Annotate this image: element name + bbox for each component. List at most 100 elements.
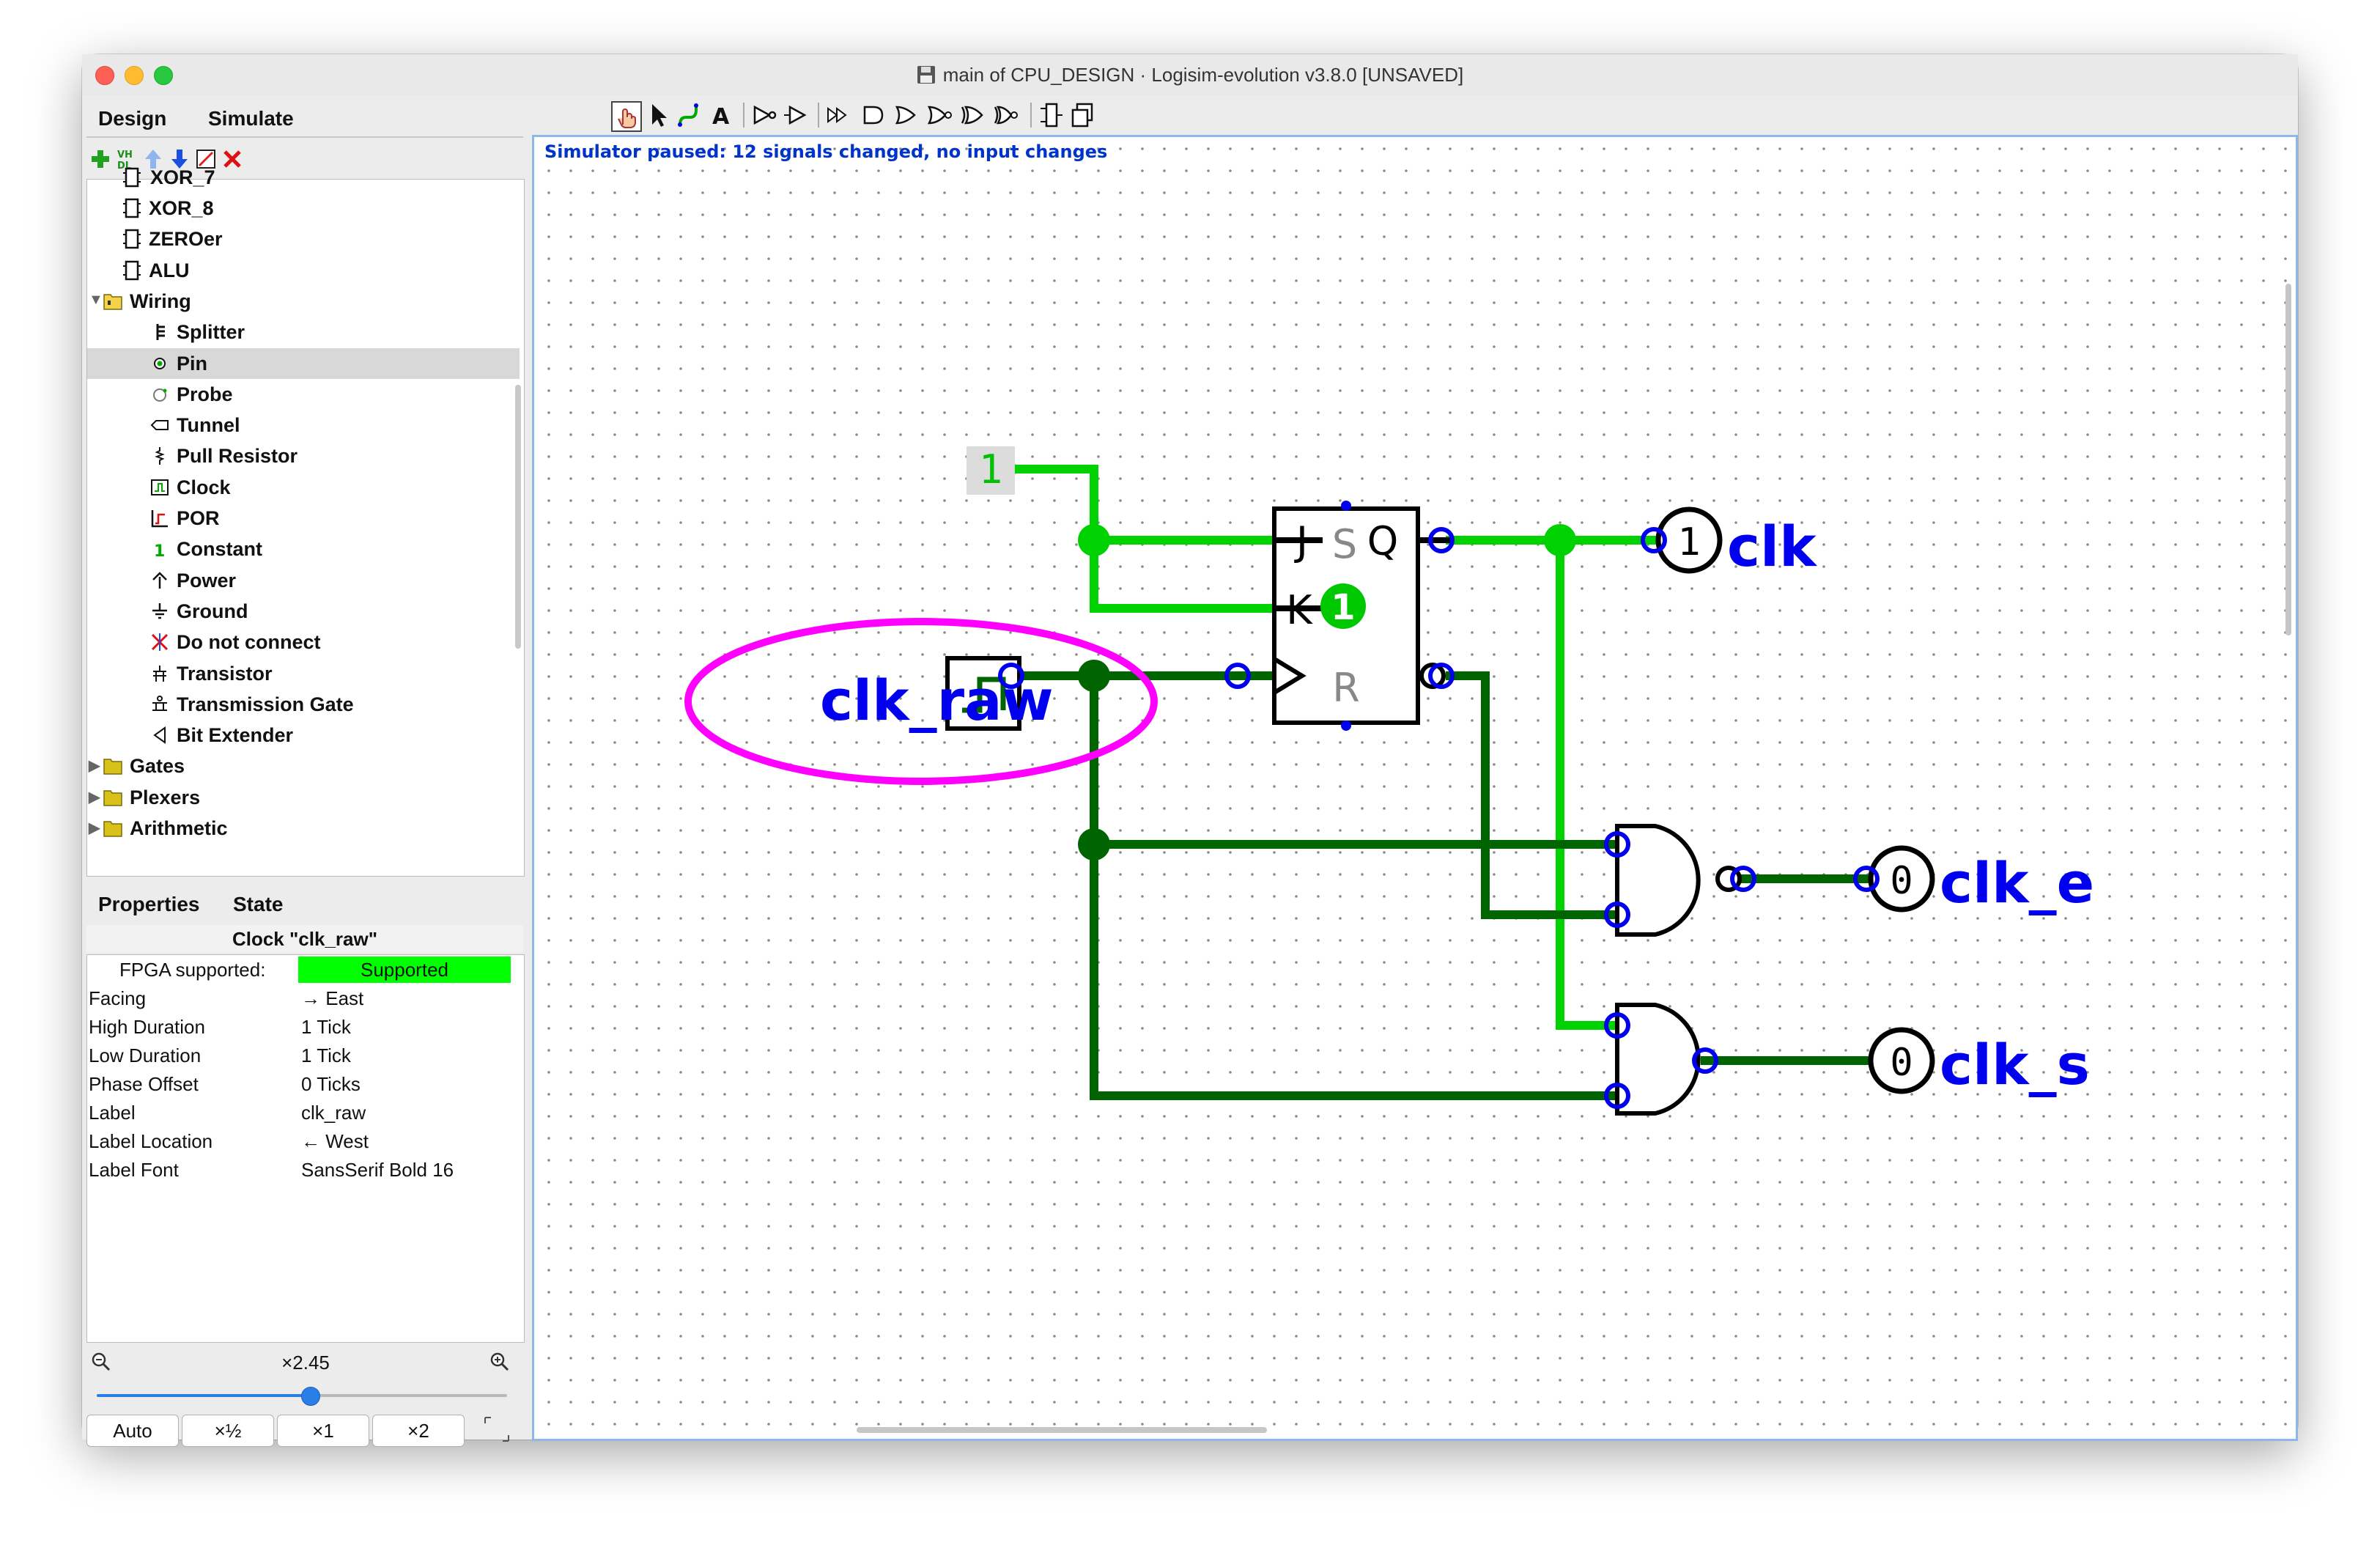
tree-item-partial[interactable]: XOR_7 — [87, 162, 520, 193]
tree-item-wiring[interactable]: ▼Wiring — [87, 286, 520, 317]
not-gate-tool-icon[interactable] — [750, 101, 778, 129]
tree-item-do-not-connect[interactable]: Do not connect — [87, 627, 520, 657]
zoom-slider-knob[interactable] — [301, 1387, 321, 1406]
subcircuit-icon — [123, 198, 141, 218]
tree-item-transistor[interactable]: Transistor — [87, 658, 520, 689]
property-key: Label — [89, 1102, 136, 1124]
tree-item-power[interactable]: Power — [87, 565, 520, 596]
tree-scrollbar[interactable] — [515, 385, 521, 649]
circuit-diagram[interactable]: 1 J S Q K R 1 — [534, 137, 2296, 1439]
tree-item-plexers[interactable]: ▶Plexers — [87, 782, 520, 813]
property-value[interactable]: ← West — [301, 1130, 369, 1152]
tree-item-probe[interactable]: Probe — [87, 379, 520, 410]
wiring-tool-icon[interactable] — [676, 101, 703, 129]
output-pin-clk[interactable]: 1 — [1655, 506, 1723, 574]
tree-item-por[interactable]: POR — [87, 503, 520, 534]
tree-item-label: Transmission Gate — [177, 693, 354, 715]
zoom-auto-button[interactable]: Auto — [86, 1415, 179, 1447]
add-pin-tool-icon[interactable] — [1038, 101, 1065, 129]
move-down-icon[interactable] — [167, 147, 192, 172]
tab-design[interactable]: Design — [98, 107, 167, 130]
ground-icon — [152, 602, 167, 619]
output-pin-clk-e[interactable]: 0 — [1868, 845, 1935, 913]
property-row[interactable]: Label Location← West — [87, 1127, 524, 1155]
maximize-window-button[interactable] — [154, 66, 173, 85]
collapsed-triangle-icon[interactable]: ▶ — [89, 789, 100, 806]
or-gate-tool-icon[interactable] — [859, 101, 887, 129]
xnor-gate-tool-icon[interactable] — [994, 101, 1021, 129]
and-gate-tool-icon[interactable] — [825, 101, 853, 129]
zoom-half-button[interactable]: ×½ — [182, 1415, 274, 1447]
close-window-button[interactable] — [95, 66, 114, 85]
canvas-horizontal-scrollbar[interactable] — [857, 1427, 1267, 1433]
tree-item-zeroer[interactable]: ZEROer — [87, 224, 520, 254]
circuit-canvas[interactable]: 1 J S Q K R 1 — [532, 135, 2298, 1441]
tree-item-bit-extender[interactable]: Bit Extender — [87, 720, 520, 751]
tree-item-arithmetic[interactable]: ▶Arithmetic — [87, 813, 520, 844]
tree-item-transmission-gate[interactable]: Transmission Gate — [87, 689, 520, 720]
zoom-controls: ×2.45 Auto ×½ ×1 ×2 — [82, 1341, 529, 1447]
poke-tool-icon[interactable] — [611, 101, 642, 132]
tree-item-pin[interactable]: Pin — [87, 347, 520, 379]
simulator-status-message: Simulator paused: 12 signals changed, no… — [544, 141, 1108, 162]
tree-item-label: Do not connect — [177, 631, 321, 654]
delete-circuit-icon[interactable] — [220, 147, 245, 172]
jk-flipflop[interactable]: J S Q K R 1 — [1272, 501, 1450, 731]
tab-properties[interactable]: Properties — [98, 893, 200, 915]
zoom-two-button[interactable]: ×2 — [372, 1415, 465, 1447]
xor-gate-tool-icon[interactable] — [960, 101, 988, 129]
tree-item-ground[interactable]: Ground — [87, 596, 520, 627]
tree-item-clock[interactable]: Clock — [87, 472, 520, 503]
expanded-triangle-icon[interactable]: ▼ — [89, 291, 103, 308]
power-icon — [152, 571, 167, 589]
zoom-in-icon[interactable] — [489, 1352, 510, 1372]
tree-item-alu[interactable]: ALU — [87, 255, 520, 286]
clock-component[interactable] — [945, 656, 1021, 731]
buffer-tool-icon[interactable] — [783, 101, 810, 129]
tree-item-xor-8[interactable]: XOR_8 — [87, 193, 520, 224]
text-tool-icon[interactable]: A — [708, 101, 736, 130]
add-circuit-icon[interactable] — [88, 147, 113, 172]
tree-item-tunnel[interactable]: Tunnel — [87, 410, 520, 441]
property-value[interactable]: 0 Ticks — [301, 1073, 361, 1095]
tab-simulate[interactable]: Simulate — [208, 107, 294, 130]
property-row[interactable]: Facing→ East — [87, 984, 524, 1012]
resize-corner-icon[interactable] — [482, 1415, 511, 1444]
property-row[interactable]: Label clk_raw — [87, 1098, 524, 1127]
tree-item-label: Power — [177, 569, 237, 591]
nor-gate-tool-icon[interactable] — [926, 101, 954, 129]
minimize-window-button[interactable] — [125, 66, 144, 85]
collapsed-triangle-icon[interactable]: ▶ — [89, 820, 100, 836]
tree-item-splitter[interactable]: Splitter — [87, 317, 520, 347]
select-tool-icon[interactable] — [645, 101, 673, 129]
edit-appearance-icon[interactable] — [193, 147, 218, 172]
move-up-icon[interactable] — [141, 147, 166, 172]
flipflop-k-label: K — [1286, 587, 1313, 633]
and-gate[interactable] — [1615, 1003, 1701, 1116]
nand-gate-tool-icon[interactable] — [892, 101, 920, 129]
property-value[interactable]: clk_raw — [301, 1102, 366, 1124]
tab-state[interactable]: State — [233, 893, 284, 915]
property-value[interactable]: 1 Tick — [301, 1016, 351, 1038]
zoom-one-button[interactable]: ×1 — [277, 1415, 369, 1447]
tree-item-gates[interactable]: ▶Gates — [87, 751, 520, 781]
property-row[interactable]: FPGA supported:Supported — [87, 955, 524, 984]
output-pin-clk-s[interactable]: 0 — [1868, 1027, 1935, 1094]
tree-item-pull-resistor[interactable]: Pull Resistor — [87, 441, 520, 471]
add-subcircuit-tool-icon[interactable] — [1070, 101, 1098, 129]
property-value[interactable]: → East — [301, 987, 364, 1009]
collapsed-triangle-icon[interactable]: ▶ — [89, 758, 100, 775]
constant-icon: 1 — [154, 542, 165, 561]
zoom-out-icon[interactable] — [91, 1352, 111, 1372]
canvas-vertical-scrollbar[interactable] — [2285, 284, 2291, 635]
property-value[interactable]: SansSerif Bold 16 — [301, 1159, 454, 1181]
constant-one[interactable]: 1 — [967, 446, 1015, 495]
transistor-icon — [153, 665, 166, 682]
property-value[interactable]: 1 Tick — [301, 1044, 351, 1066]
